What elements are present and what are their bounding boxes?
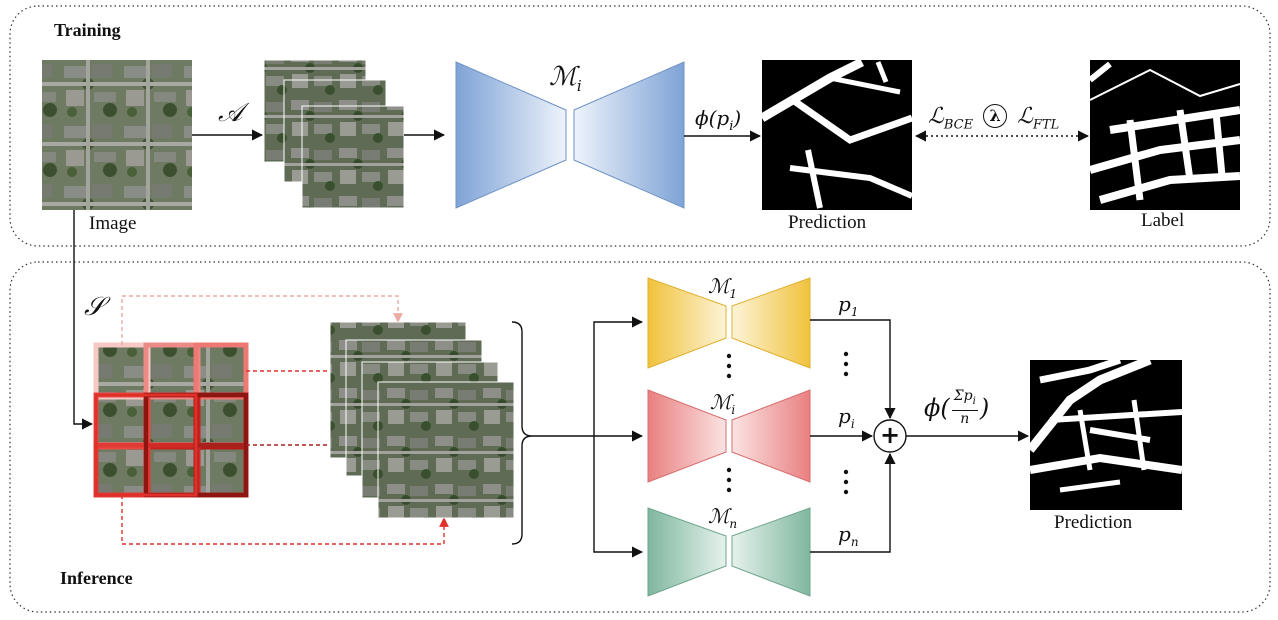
brace xyxy=(511,321,533,545)
ellipsis-models-bottom xyxy=(726,467,732,493)
training-model-shape xyxy=(455,61,685,209)
model-train-label: ℳi xyxy=(549,62,582,96)
loss-label: ℒBCE λ ℒFTL xyxy=(928,104,1060,133)
route-red-bottom xyxy=(121,495,449,545)
ellipsis-outputs-bottom xyxy=(843,469,849,495)
out-n xyxy=(810,452,896,553)
inference-title: Inference xyxy=(60,568,133,588)
label-caption: Label xyxy=(1141,210,1185,231)
training-title: Training xyxy=(54,20,121,40)
p-1-label: p1 xyxy=(838,292,859,319)
sum-symbol: + xyxy=(880,421,901,449)
model-1-label: ℳ1 xyxy=(708,274,738,301)
out-1 xyxy=(810,319,896,420)
prediction-label-infer: Prediction xyxy=(1054,512,1133,533)
tile-grid xyxy=(93,342,249,498)
input-image xyxy=(42,60,192,210)
model-n-label: ℳn xyxy=(708,504,738,531)
model-i-label: ℳi xyxy=(710,390,736,417)
augmented-stack xyxy=(263,59,405,209)
ellipsis-models-top xyxy=(726,353,732,379)
inference-frame xyxy=(9,261,1271,613)
phi-train-label: ϕ(pi) xyxy=(695,106,742,134)
route-pink xyxy=(121,295,403,345)
p-i-label: pi xyxy=(838,404,855,431)
model-n-shape xyxy=(647,507,811,597)
crop-stack xyxy=(329,321,515,519)
model-i-shape xyxy=(647,389,811,483)
split-symbol: 𝒮 xyxy=(84,292,105,322)
label-mask xyxy=(1088,60,1241,210)
prediction-label-train: Prediction xyxy=(788,212,867,233)
fan-top xyxy=(593,316,644,436)
model-1-shape xyxy=(647,277,811,369)
p-n-label: pn xyxy=(838,522,859,549)
training-prediction-mask xyxy=(759,57,914,210)
split-connector xyxy=(73,210,94,430)
ellipsis-outputs-top xyxy=(843,351,849,377)
augmentation-symbol: 𝒜 xyxy=(218,98,243,128)
lambda-badge: λ xyxy=(983,104,1008,128)
fan-bottom xyxy=(593,436,644,558)
phi-infer-label: ϕ( Σpi n ) xyxy=(924,388,990,427)
final-prediction-mask xyxy=(1026,355,1183,510)
image-label: Image xyxy=(89,213,137,234)
